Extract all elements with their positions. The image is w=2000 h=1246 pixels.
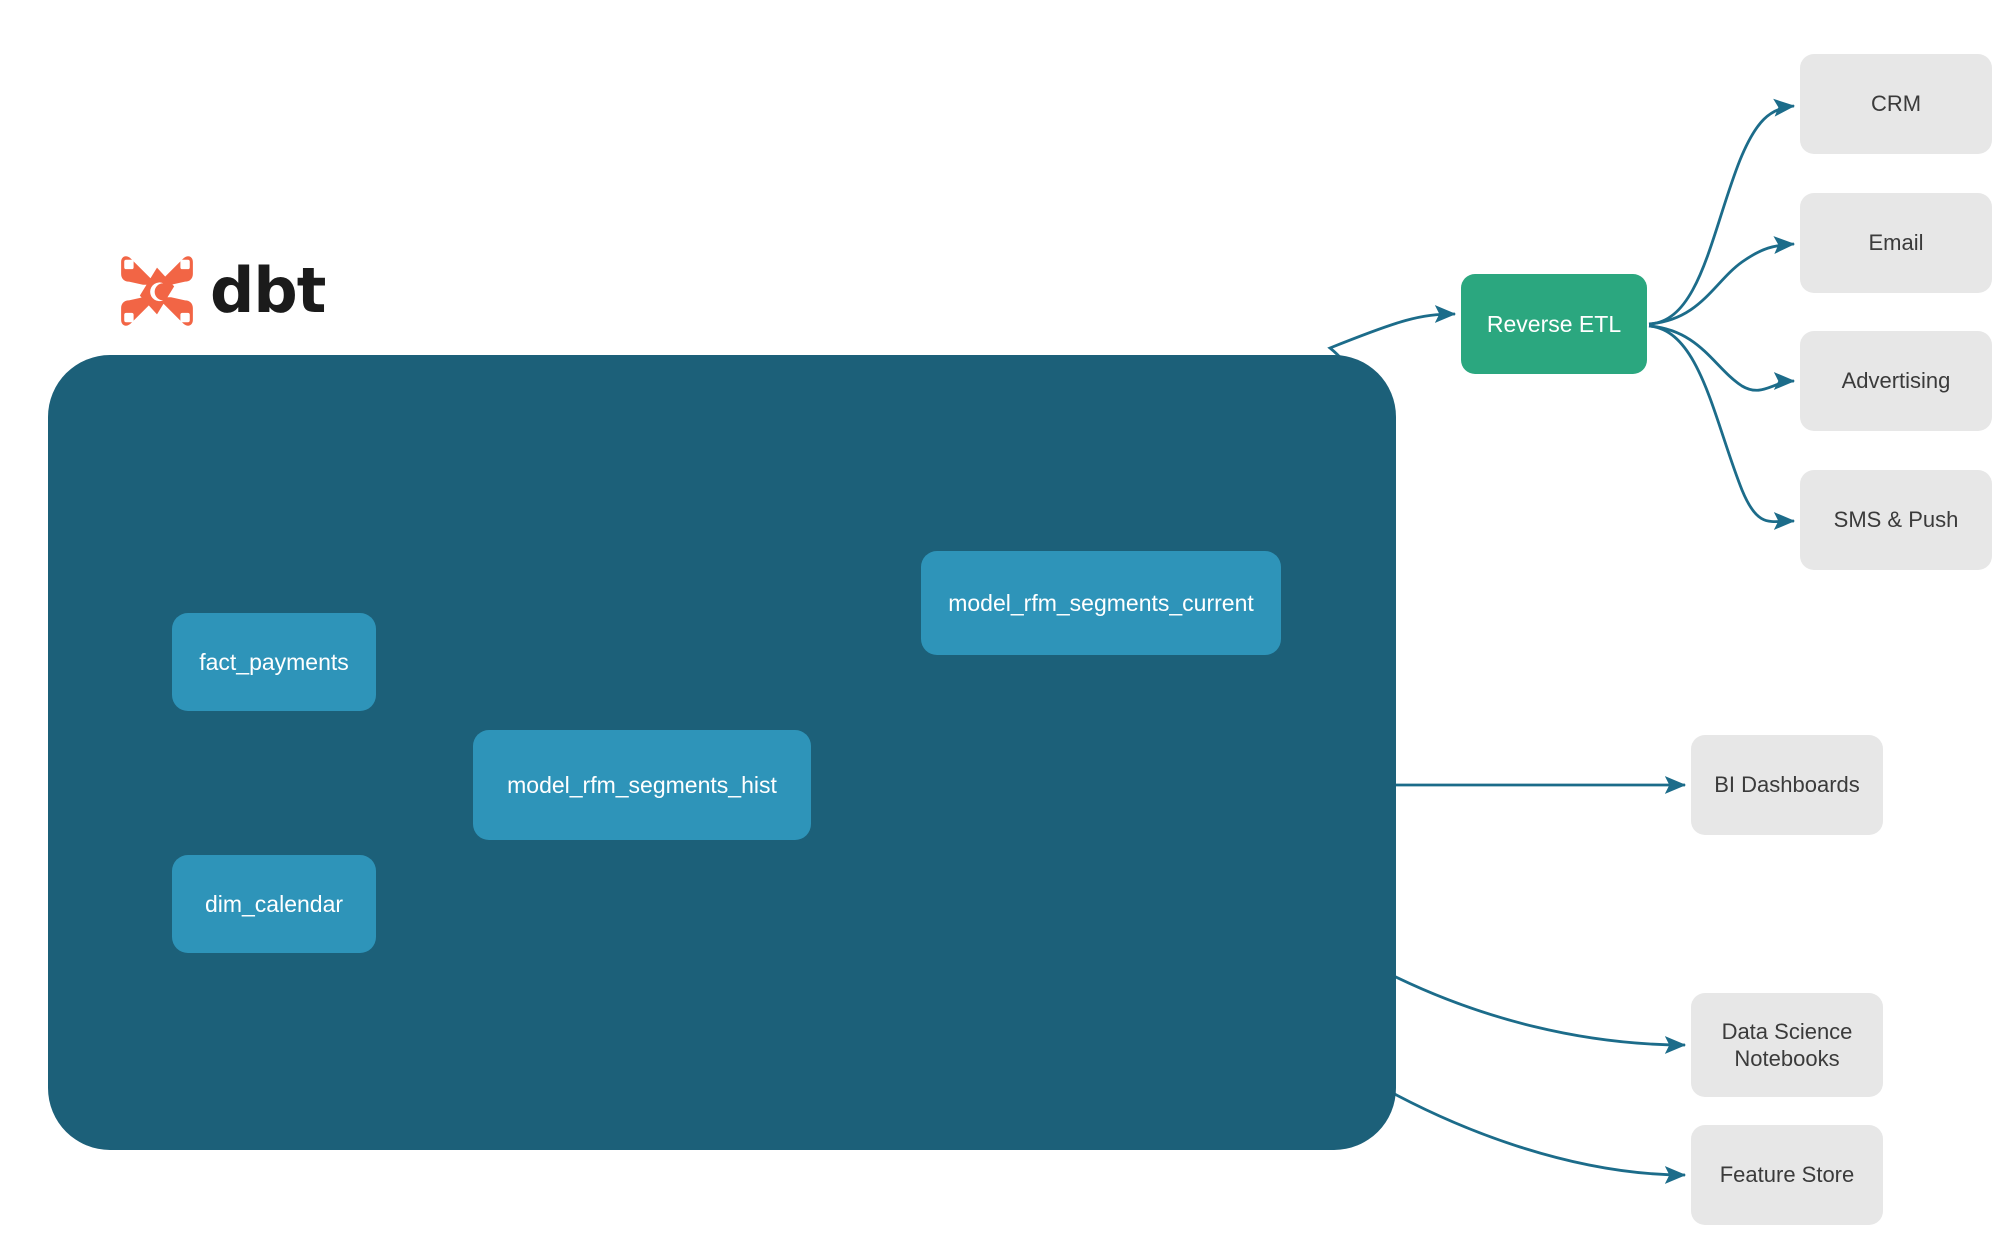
node-label: BI Dashboards (1714, 772, 1860, 798)
dbt-logo-icon (121, 256, 193, 326)
node-bi-dashboards[interactable]: BI Dashboards (1691, 735, 1883, 835)
node-label: model_rfm_segments_hist (507, 771, 777, 798)
node-advertising[interactable]: Advertising (1800, 331, 1992, 431)
dbt-wordmark: dbt (210, 254, 326, 327)
node-label: model_rfm_segments_current (948, 589, 1254, 616)
edge-reverse-etl-to-email (1648, 236, 1796, 326)
node-label: CRM (1870, 91, 1922, 117)
node-label: Reverse ETL (1486, 310, 1622, 337)
node-sms-push[interactable]: SMS & Push (1800, 470, 1992, 570)
node-label: dim_calendar (204, 890, 344, 917)
node-fact-payments[interactable]: fact_payments (172, 613, 376, 711)
edge-reverse-etl-to-advertising (1648, 324, 1796, 392)
node-label: fact_payments (199, 648, 349, 675)
node-label: Feature Store (1719, 1162, 1855, 1188)
edge-reverse-etl-to-sms-push (1648, 324, 1796, 530)
node-reverse-etl[interactable]: Reverse ETL (1461, 274, 1647, 374)
node-label-line1: Data Science (1721, 1018, 1853, 1044)
node-crm[interactable]: CRM (1800, 54, 1992, 154)
node-label: SMS & Push (1833, 507, 1959, 533)
node-model-rfm-segments-hist[interactable]: model_rfm_segments_hist (473, 730, 811, 840)
node-label-line2: Notebooks (1734, 1046, 1840, 1071)
node-label: Advertising (1841, 368, 1951, 394)
node-data-science-notebooks[interactable]: Data Science Notebooks (1691, 993, 1883, 1097)
node-label-multiline: Data Science Notebooks (1722, 1018, 1853, 1073)
node-dim-calendar[interactable]: dim_calendar (172, 855, 376, 953)
node-feature-store[interactable]: Feature Store (1691, 1125, 1883, 1225)
edge-reverse-etl-to-crm (1648, 98, 1796, 326)
dbt-logo: dbt (118, 252, 326, 330)
node-label: Email (1868, 230, 1924, 256)
node-email[interactable]: Email (1800, 193, 1992, 293)
node-model-rfm-segments-current[interactable]: model_rfm_segments_current (921, 551, 1281, 655)
